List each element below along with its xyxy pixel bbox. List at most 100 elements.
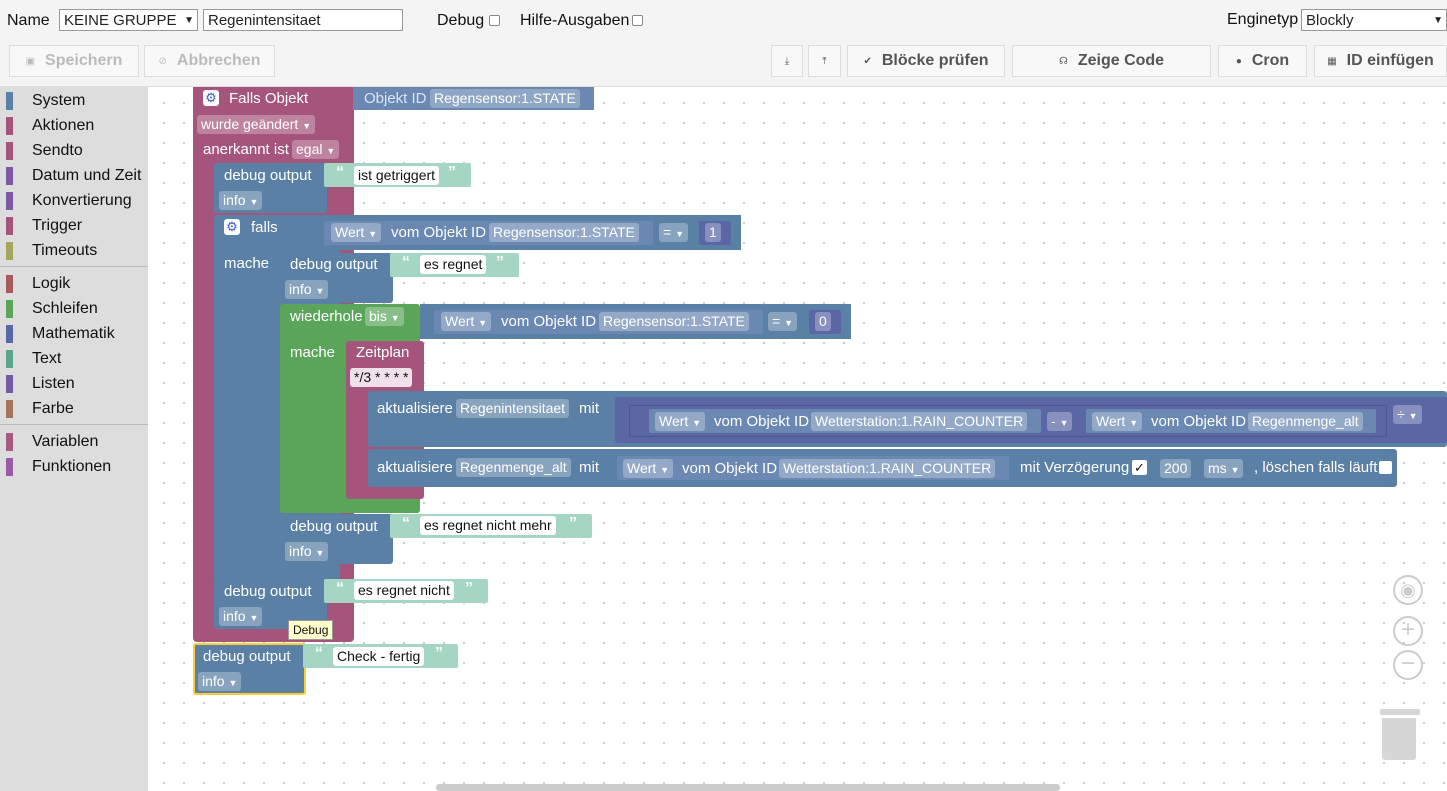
clear-running-checkbox[interactable] [1379, 461, 1392, 474]
value-type-dropdown[interactable]: Wert ▼ [441, 312, 492, 331]
category-funktionen[interactable]: Funktionen [0, 456, 148, 478]
debug-output-label: debug output [203, 648, 291, 665]
category-mathematik[interactable]: Mathematik [0, 323, 148, 345]
debug-output-block[interactable] [280, 253, 393, 303]
value-type-dropdown[interactable]: Wert ▼ [1092, 412, 1143, 431]
category-sendto[interactable]: Sendto [0, 140, 148, 162]
script-name-input[interactable]: Regenintensitaet [203, 9, 403, 31]
quote-open-icon: “ [402, 515, 410, 532]
text-field[interactable]: es regnet nicht [354, 581, 454, 600]
log-level-dropdown[interactable]: info ▼ [219, 607, 263, 626]
log-level-dropdown[interactable]: info ▼ [285, 280, 329, 299]
quote-close-icon: ” [465, 580, 473, 597]
category-variablen[interactable]: Variablen [0, 431, 148, 453]
number-block[interactable] [809, 310, 841, 334]
text-field[interactable]: ist getriggert [354, 166, 440, 185]
number-field[interactable]: 1 [705, 223, 721, 242]
delay-unit-dropdown[interactable]: ms ▼ [1204, 459, 1244, 478]
horizontal-scrollbar[interactable] [436, 784, 1060, 791]
chevron-down-icon: ▼ [315, 286, 325, 296]
value-of-object-block[interactable] [649, 409, 1041, 433]
value-of-object-block[interactable] [434, 310, 763, 334]
category-system[interactable]: System [0, 90, 148, 112]
object-id-field[interactable]: Regensensor:1.STATE [599, 312, 749, 331]
operator-dropdown[interactable]: ÷ ▼ [1393, 405, 1422, 424]
log-level-dropdown[interactable]: info ▼ [198, 672, 242, 691]
trash-icon[interactable] [1380, 709, 1420, 761]
category-timeouts[interactable]: Timeouts [0, 240, 148, 262]
number-field[interactable]: 0 [815, 312, 831, 331]
cancel-button[interactable]: ⊘ Abbrechen [144, 45, 275, 77]
operator-dropdown[interactable]: - ▼ [1047, 412, 1073, 431]
gear-icon[interactable]: ⚙ [224, 219, 240, 235]
cron-expression-field[interactable]: */3 * * * * [350, 368, 413, 387]
list-icon: ▦ [1327, 55, 1337, 67]
ack-dropdown[interactable]: egal ▼ [292, 140, 340, 159]
object-id-field[interactable]: Regenmenge_alt [1248, 412, 1363, 431]
value-of-object-block[interactable] [324, 221, 653, 245]
hilfe-checkbox[interactable] [632, 15, 643, 26]
object-id-field[interactable]: Wetterstation:1.RAIN_COUNTER [811, 412, 1028, 431]
delay-value-field[interactable]: 200 [1160, 459, 1192, 478]
category-label: Datum und Zeit [32, 167, 142, 184]
operator-dropdown[interactable]: = ▼ [768, 312, 797, 331]
category-logik[interactable]: Logik [0, 273, 148, 295]
text-field[interactable]: Check - fertig [333, 647, 425, 666]
export-button[interactable]: ⤓ [771, 45, 803, 77]
recenter-icon[interactable]: ◉ [1393, 575, 1423, 605]
blockly-workspace[interactable]: ⚙ Falls Objekt Objekt ID Regensensor:1.S… [148, 87, 1447, 791]
schedule-label: Zeitplan [356, 344, 410, 361]
chevron-down-icon: ▼ [228, 678, 238, 688]
object-id-block[interactable] [353, 87, 594, 110]
log-level-dropdown[interactable]: info ▼ [285, 542, 329, 561]
object-id-field[interactable]: Wetterstation:1.RAIN_COUNTER [779, 459, 996, 478]
show-code-button[interactable]: ☊ Zeige Code [1012, 45, 1211, 77]
operator-dropdown[interactable]: = ▼ [659, 223, 688, 242]
value-type-dropdown[interactable]: Wert ▼ [331, 223, 382, 242]
category-farbe[interactable]: Farbe [0, 398, 148, 420]
number-block[interactable] [699, 221, 731, 245]
zoom-out-icon[interactable]: − [1393, 650, 1423, 680]
insert-id-button[interactable]: ▦ ID einfügen [1314, 45, 1447, 77]
category-trigger[interactable]: Trigger [0, 215, 148, 237]
text-field[interactable]: es regnet [420, 255, 487, 274]
object-id-field[interactable]: Regensensor:1.STATE [430, 89, 580, 108]
category-schleifen[interactable]: Schleifen [0, 298, 148, 320]
category-aktionen[interactable]: Aktionen [0, 115, 148, 137]
category-datum-und-zeit[interactable]: Datum und Zeit [0, 165, 148, 187]
repeat-mode-dropdown[interactable]: bis ▼ [365, 307, 404, 326]
check-blocks-button[interactable]: ✔ Blöcke prüfen [847, 45, 1005, 77]
save-button[interactable]: ▣ Speichern [9, 45, 139, 77]
category-text[interactable]: Text [0, 348, 148, 370]
category-listen[interactable]: Listen [0, 373, 148, 395]
cron-button[interactable]: ● Cron [1218, 45, 1307, 77]
object-id-field[interactable]: Regensensor:1.STATE [489, 223, 639, 242]
debug-output-block-selected[interactable] [193, 643, 306, 695]
import-button[interactable]: ⤒ [808, 45, 841, 77]
value-of-object-block[interactable] [1086, 409, 1376, 433]
gear-icon[interactable]: ⚙ [203, 90, 219, 106]
state-name-field[interactable]: Regenintensitaet [456, 399, 570, 418]
debug-output-block[interactable] [214, 163, 327, 213]
value-of-object-block[interactable] [617, 456, 1009, 480]
state-name-field[interactable]: Regenmenge_alt [456, 458, 571, 477]
value-type-dropdown[interactable]: Wert ▼ [655, 412, 706, 431]
log-level-dropdown[interactable]: info ▼ [219, 191, 263, 210]
category-label: Trigger [32, 217, 83, 234]
category-konvertierung[interactable]: Konvertierung [0, 190, 148, 212]
engine-select[interactable]: Blockly ▼ [1301, 9, 1447, 31]
group-select[interactable]: KEINE GRUPPE ▼ [59, 9, 198, 31]
category-color-bar [6, 217, 13, 235]
block-category-sidebar: System Aktionen Sendto Datum und Zeit Ko… [0, 87, 148, 791]
chevron-down-icon: ▼ [478, 318, 488, 328]
delay-checkbox[interactable]: ✓ [1132, 460, 1147, 475]
text-field[interactable]: es regnet nicht mehr [420, 516, 556, 535]
chevron-down-icon: ▼ [184, 15, 194, 26]
trigger-type-dropdown[interactable]: wurde geändert ▼ [197, 115, 316, 134]
category-label: Funktionen [32, 458, 112, 475]
debug-checkbox[interactable] [489, 15, 500, 26]
value-type-dropdown[interactable]: Wert ▼ [623, 459, 674, 478]
debug-output-block[interactable] [280, 514, 393, 564]
engine-select-value: Blockly [1306, 12, 1354, 29]
zoom-in-icon[interactable]: + [1393, 616, 1423, 646]
